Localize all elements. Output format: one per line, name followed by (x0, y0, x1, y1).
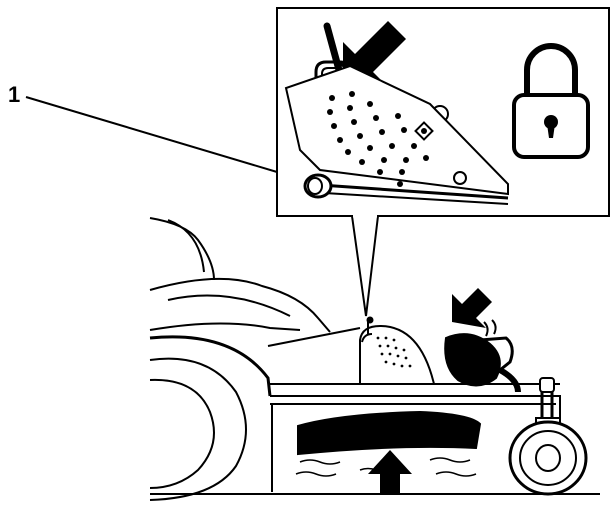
seat (150, 218, 330, 332)
arrow-up-icon (368, 450, 412, 494)
inset-pointer (352, 216, 378, 316)
brake-housing-small (360, 318, 434, 385)
mower (150, 218, 600, 500)
detail-inset (277, 8, 609, 316)
control-handle (445, 320, 518, 392)
callout-leader-line (26, 97, 277, 172)
rear-wheel (150, 337, 270, 500)
deck-opening (298, 412, 480, 454)
arrow-down-left-icon (452, 288, 492, 328)
